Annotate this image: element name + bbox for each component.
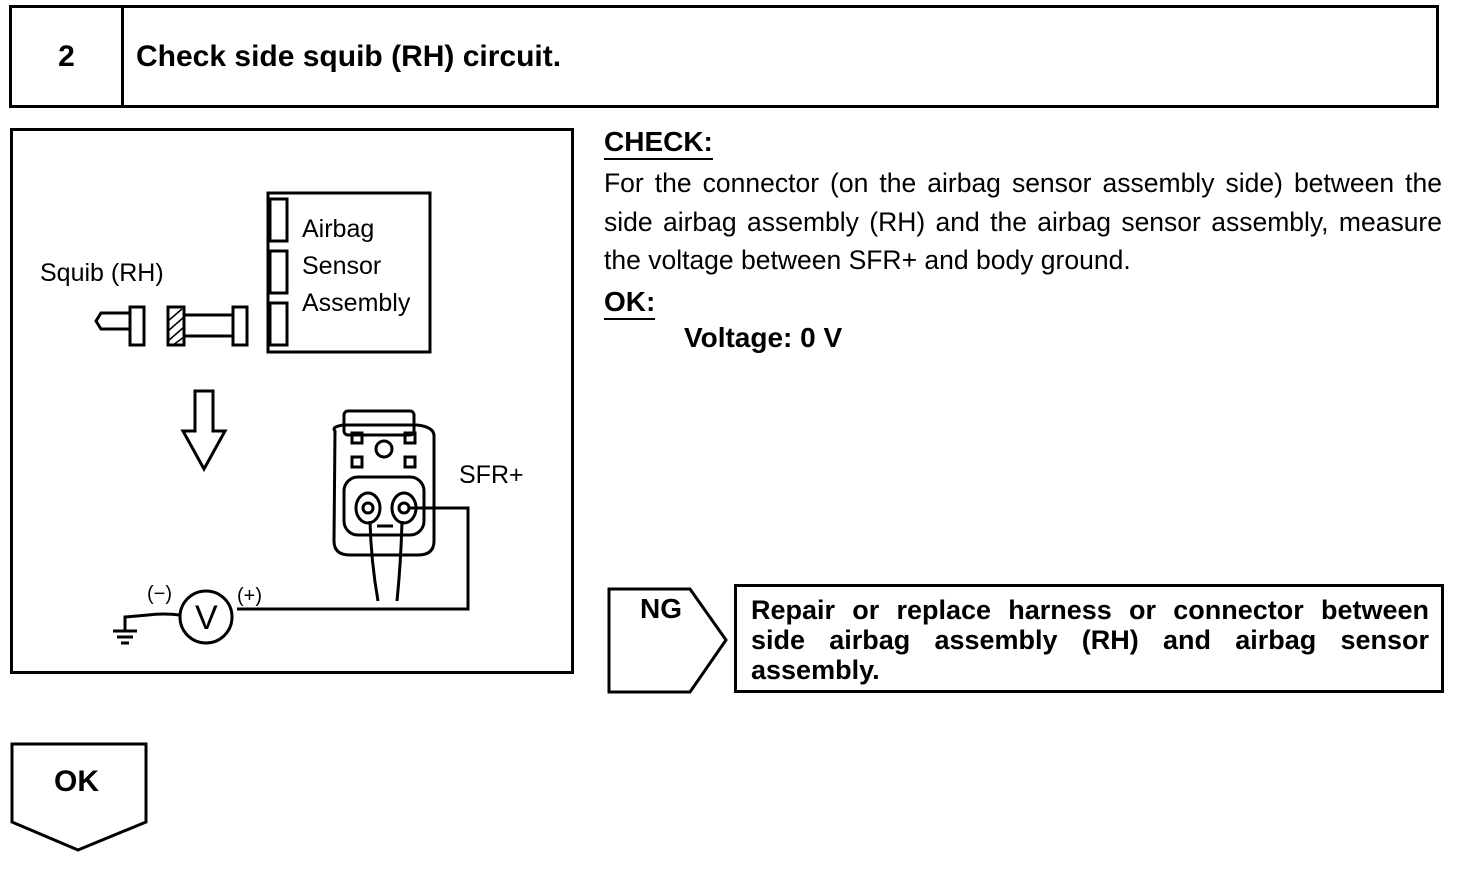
ng-arrow-icon (607, 587, 728, 694)
ng-label: NG (640, 593, 682, 624)
down-arrow-icon (180, 389, 228, 473)
connector-icon (342, 409, 416, 437)
sensor-label-line-1: Airbag (302, 215, 375, 243)
ok-heading: OK: (604, 286, 656, 320)
sensor-connector-slot (268, 197, 289, 243)
step-number: 2 (12, 8, 124, 105)
ok-branch-label: OK (54, 765, 99, 798)
terminal-label: SFR+ (459, 461, 524, 489)
connector-hatched (166, 305, 186, 347)
wiring-diagram (94, 191, 470, 645)
ng-action-text: Repair or replace harness or connector b… (751, 595, 1429, 685)
sensor-label-line-3: Assembly (302, 289, 411, 317)
sensor-label-line-2: Sensor (302, 252, 382, 280)
minus-label: (−) (147, 583, 172, 605)
step-header: 2 Check side squib (RH) circuit. (9, 5, 1439, 108)
squib-label: Squib (RH) (40, 259, 164, 287)
check-text: For the connector (on the airbag sensor … (604, 168, 1442, 275)
illustration-panel: Squib (RH) Airbag Sensor Assembly SFR+ V… (10, 128, 574, 674)
check-heading: CHECK: (604, 126, 713, 160)
ok-arrow-icon (10, 742, 148, 852)
ng-action-box: Repair or replace harness or connector b… (734, 584, 1444, 693)
meter-symbol: V (195, 599, 218, 637)
voltmeter-icon (178, 589, 234, 645)
ok-spec: Voltage: 0 V (684, 322, 843, 353)
sensor-assembly-box (266, 191, 432, 354)
plus-label: (+) (237, 585, 262, 607)
step-title: Check side squib (RH) circuit. (136, 39, 562, 73)
probe-lead (237, 506, 470, 611)
squib-plug (94, 311, 132, 331)
ground-lead (123, 612, 181, 631)
